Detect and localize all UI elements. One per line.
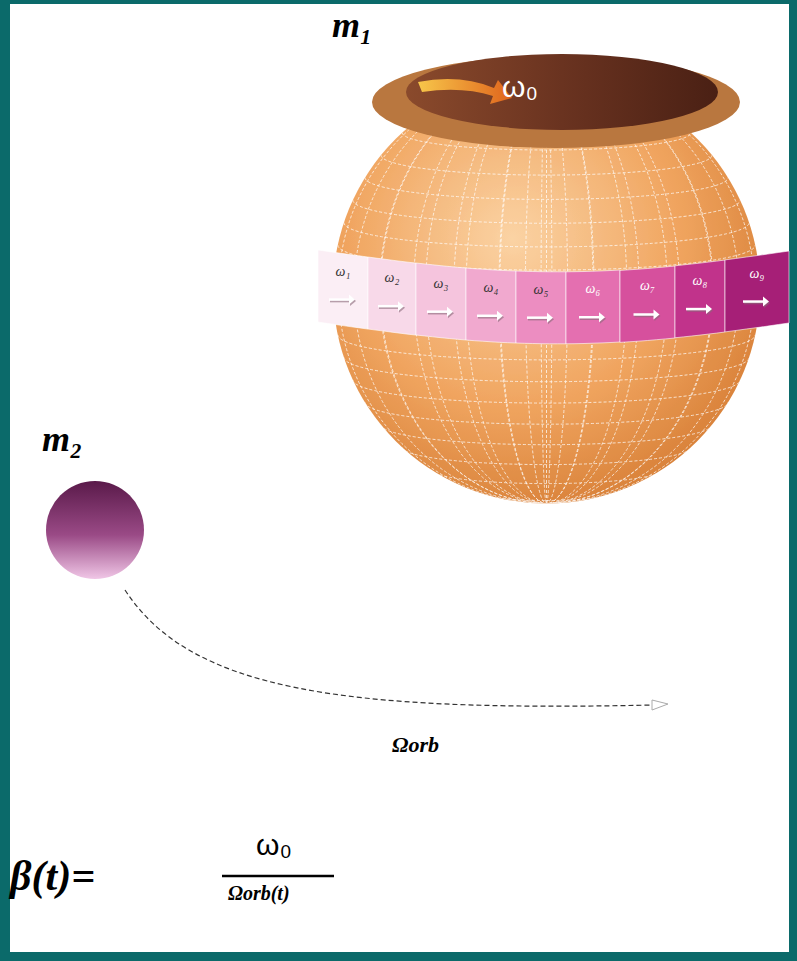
formula-numerator: ω₀ — [256, 828, 292, 862]
band-rate-label: ω₇ — [640, 278, 655, 294]
fraction-bar — [222, 875, 334, 878]
orbit-arrowhead — [652, 700, 668, 710]
formula-denominator: Ωorb(t) — [228, 882, 290, 905]
body-label: m₁ — [332, 4, 373, 46]
sphere-outline — [45, 480, 145, 580]
body-label: m₂ — [42, 418, 83, 460]
segment-outline — [725, 251, 789, 332]
band-rate-label: ω₃ — [434, 276, 449, 292]
orbit-label: Ωorb — [392, 732, 439, 758]
segment-outline — [318, 250, 368, 329]
band-rate-label: ω₆ — [586, 281, 601, 297]
orbit-path — [125, 590, 652, 706]
band-segment: ω₆ — [566, 270, 620, 344]
band-segment: ω₇ — [620, 266, 675, 342]
segment-outline — [466, 268, 516, 343]
band-rate-label: ω₉ — [750, 266, 765, 282]
segment-outline — [620, 266, 675, 342]
band-rate-label: ω₈ — [693, 273, 708, 289]
cap-outline — [370, 48, 742, 148]
band-segment: ω₄ — [466, 268, 516, 343]
core-rate-label: ω₀ — [502, 70, 538, 104]
band-rate-label: ω₄ — [484, 280, 499, 296]
companion-sphere: m₂ — [45, 480, 145, 580]
core-cap: ω₀ — [370, 48, 742, 148]
segment-outline — [566, 270, 620, 344]
band-rate-label: ω₁ — [336, 264, 351, 280]
formula-lhs: β(t)= — [10, 852, 95, 900]
band-segment: ω₁ — [318, 250, 368, 329]
band-segment: ω₈ — [675, 260, 725, 338]
band-rate-label: ω₂ — [385, 270, 400, 286]
band-segment: ω₉ — [725, 251, 789, 332]
band-segment: ω₂ — [368, 257, 416, 335]
band-segment: ω₃ — [416, 263, 466, 340]
band-rate-label: ω₅ — [534, 282, 549, 298]
segment-outline — [675, 260, 725, 338]
segment-outline — [416, 263, 466, 340]
band-segment: ω₅ — [516, 271, 566, 344]
planet-sphere: m₁ω₀ω₁ω₂ω₃ω₄ω₅ω₆ω₇ω₈ω₉ — [333, 75, 760, 505]
segment-outline — [368, 257, 416, 335]
